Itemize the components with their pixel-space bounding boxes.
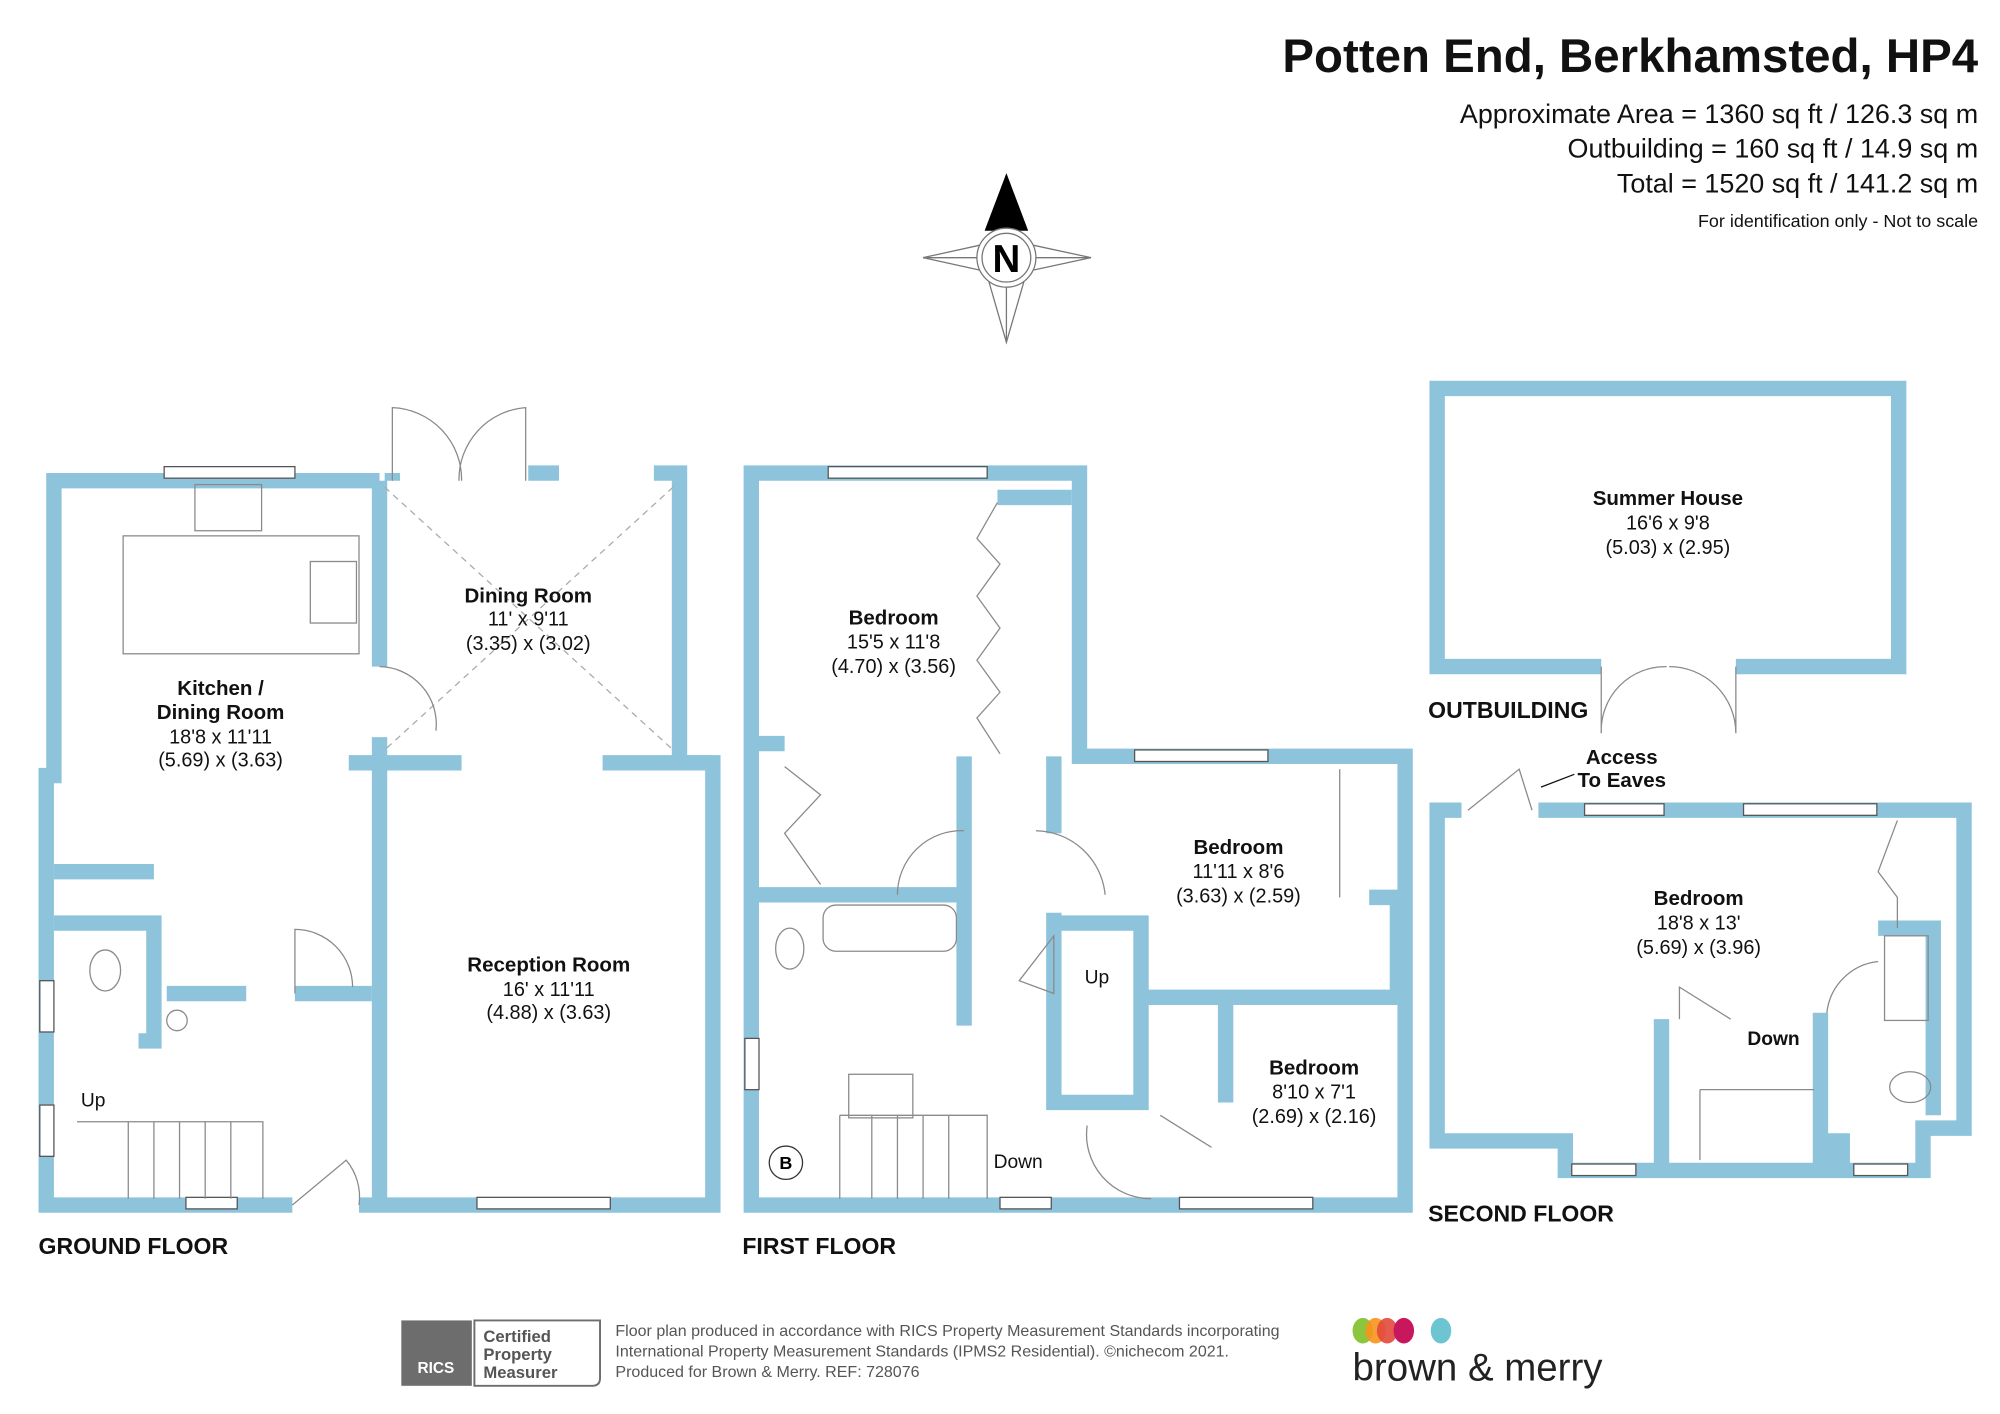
room-dimensions-imperial: 15'5 x 11'8 <box>847 632 940 654</box>
stairs-up-label: Up <box>81 1090 106 1111</box>
second-floor-label: SECOND FLOOR <box>1428 1201 1614 1227</box>
room-dimensions-imperial: 18'8 x 13' <box>1657 912 1741 934</box>
access-label-2: To Eaves <box>1577 769 1666 792</box>
room-dimensions-imperial: 11'11 x 8'6 <box>1193 861 1285 883</box>
compass-label: N <box>993 238 1021 281</box>
north-arrow-icon: N <box>922 173 1092 345</box>
svg-text:Certified: Certified <box>483 1327 551 1346</box>
room-name: Kitchen / <box>177 677 264 700</box>
room-dimensions-metric: (3.35) x (3.02) <box>466 633 591 655</box>
ground-floor-label: GROUND FLOOR <box>39 1233 229 1259</box>
outbuilding-label: OUTBUILDING <box>1428 697 1588 723</box>
brand-name: brown & merry <box>1353 1347 1604 1390</box>
boiler-label: B <box>779 1153 792 1173</box>
ground-floor-plan: Kitchen / Dining Room 18'8 x 11'11 (5.69… <box>39 406 721 1259</box>
svg-text:Measurer: Measurer <box>483 1363 558 1382</box>
room-name: Dining Room <box>464 585 592 608</box>
disclaimer: For identification only - Not to scale <box>1698 211 1978 231</box>
room-name: Bedroom <box>1269 1056 1359 1079</box>
svg-text:Property: Property <box>483 1345 552 1364</box>
svg-text:RICS: RICS <box>418 1360 455 1377</box>
footer-text: International Property Measurement Stand… <box>615 1342 1229 1360</box>
first-floor-label: FIRST FLOOR <box>742 1233 896 1259</box>
approximate-area: Approximate Area = 1360 sq ft / 126.3 sq… <box>1460 99 1978 129</box>
stairs-down-label: Down <box>994 1152 1043 1173</box>
total-area: Total = 1520 sq ft / 141.2 sq m <box>1617 168 1978 198</box>
room-dimensions-imperial: 8'10 x 7'1 <box>1272 1082 1356 1104</box>
room-dimensions-metric: (2.69) x (2.16) <box>1252 1106 1377 1128</box>
room-dimensions-metric: (4.88) x (3.63) <box>486 1002 611 1024</box>
first-floor-plan: B Bedroom 15'5 x 11'8 (4.70) x (3.56) Be… <box>742 465 1413 1259</box>
outbuilding-plan: Summer House 16'6 x 9'8 (5.03) x (2.95) … <box>1428 380 1907 734</box>
access-label: Access <box>1586 746 1658 769</box>
room-name: Dining Room <box>157 701 285 724</box>
outbuilding-area: Outbuilding = 160 sq ft / 14.9 sq m <box>1568 134 1979 164</box>
room-name: Bedroom <box>849 606 939 629</box>
room-name: Bedroom <box>1654 887 1744 910</box>
room-dimensions-metric: (5.69) x (3.96) <box>1636 937 1761 959</box>
room-dimensions-metric: (3.63) x (2.59) <box>1176 885 1301 907</box>
room-dimensions-metric: (5.03) x (2.95) <box>1606 537 1731 559</box>
room-dimensions-imperial: 16'6 x 9'8 <box>1626 512 1710 534</box>
footer-text: Floor plan produced in accordance with R… <box>615 1322 1279 1340</box>
room-name: Reception Room <box>467 954 630 977</box>
rics-badge: RICS Certified Property Measurer <box>401 1319 601 1387</box>
room-dimensions-imperial: 11' x 9'11 <box>488 609 569 631</box>
room-dimensions-imperial: 16' x 11'11 <box>503 979 595 1001</box>
room-name: Bedroom <box>1193 836 1283 859</box>
room-name: Summer House <box>1593 487 1743 510</box>
room-dimensions-metric: (4.70) x (3.56) <box>831 656 956 678</box>
page-title: Potten End, Berkhamsted, HP4 <box>1282 30 1978 83</box>
stairs-up-label: Up <box>1085 967 1110 988</box>
room-dimensions-metric: (5.69) x (3.63) <box>158 750 283 772</box>
brown-merry-logo: brown & merry <box>1352 1317 1604 1390</box>
room-dimensions-imperial: 18'8 x 11'11 <box>169 727 272 749</box>
second-floor-plan: Bedroom 18'8 x 13' (5.69) x (3.96) Down … <box>1428 746 1972 1227</box>
footer-text: Produced for Brown & Merry. REF: 728076 <box>615 1363 919 1381</box>
stairs-down-label: Down <box>1747 1029 1799 1050</box>
